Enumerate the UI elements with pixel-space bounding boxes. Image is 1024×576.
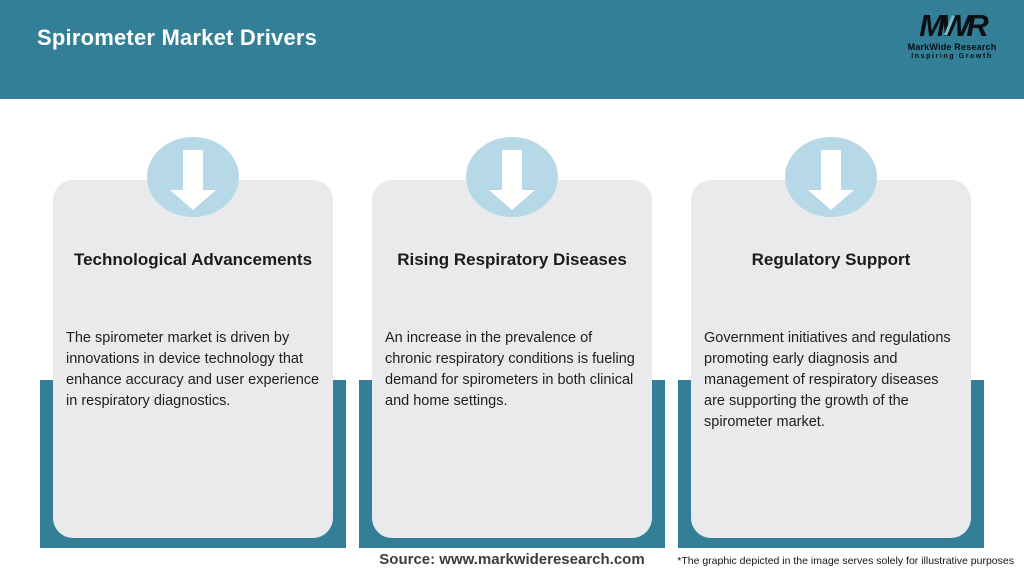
disclaimer-text: *The graphic depicted in the image serve… [677,555,1014,567]
card-icon-circle [147,137,239,217]
down-arrow-icon [489,150,535,210]
card-icon-circle [466,137,558,217]
driver-card-technological-advancements: Technological Advancements The spiromete… [40,137,346,548]
header-banner: Spirometer Market Drivers MWR MarkWide R… [0,0,1024,99]
source-text: Source: www.markwideresearch.com [379,551,645,568]
card: Regulatory Support Government initiative… [691,180,971,538]
card-description: Government initiatives and regulations p… [704,330,951,430]
page-title: Spirometer Market Drivers [37,25,318,50]
logo-name: MarkWide Research [907,42,997,52]
card-title: Rising Respiratory Diseases [397,250,627,269]
markwide-research-logo: MWR MarkWide Research Inspiring Growth [892,8,1012,60]
card-title: Technological Advancements [73,250,313,269]
driver-card-rising-respiratory-diseases: Rising Respiratory Diseases An increase … [359,137,665,548]
card: Technological Advancements The spiromete… [53,180,333,538]
logo-tagline: Inspiring Growth [911,53,993,60]
card-description: The spirometer market is driven by innov… [66,330,320,409]
down-arrow-icon [808,150,854,210]
card: Rising Respiratory Diseases An increase … [372,180,652,538]
card-description: An increase in the prevalence of chronic… [385,330,635,409]
card-title: Regulatory Support [751,250,911,269]
logo-acronym: MWR [919,8,989,43]
card-icon-circle [785,137,877,217]
driver-card-regulatory-support: Regulatory Support Government initiative… [678,137,984,548]
driver-cards-row: Technological Advancements The spiromete… [40,137,984,548]
down-arrow-icon [170,150,216,210]
